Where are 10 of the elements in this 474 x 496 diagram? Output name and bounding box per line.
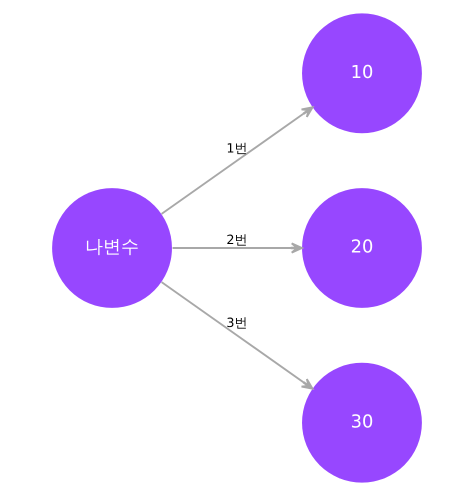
node-circle: 30 — [302, 362, 422, 483]
edge-label: 3번 — [226, 316, 248, 332]
arrow — [172, 242, 303, 254]
node-circle: 10 — [302, 13, 422, 134]
node-circle: 나변수 — [52, 188, 172, 308]
node-circle: 20 — [302, 188, 422, 308]
edge-label: 2번 — [226, 233, 248, 248]
arrow — [161, 281, 314, 390]
arrow — [161, 106, 314, 215]
edge-label: 1번 — [226, 141, 248, 156]
